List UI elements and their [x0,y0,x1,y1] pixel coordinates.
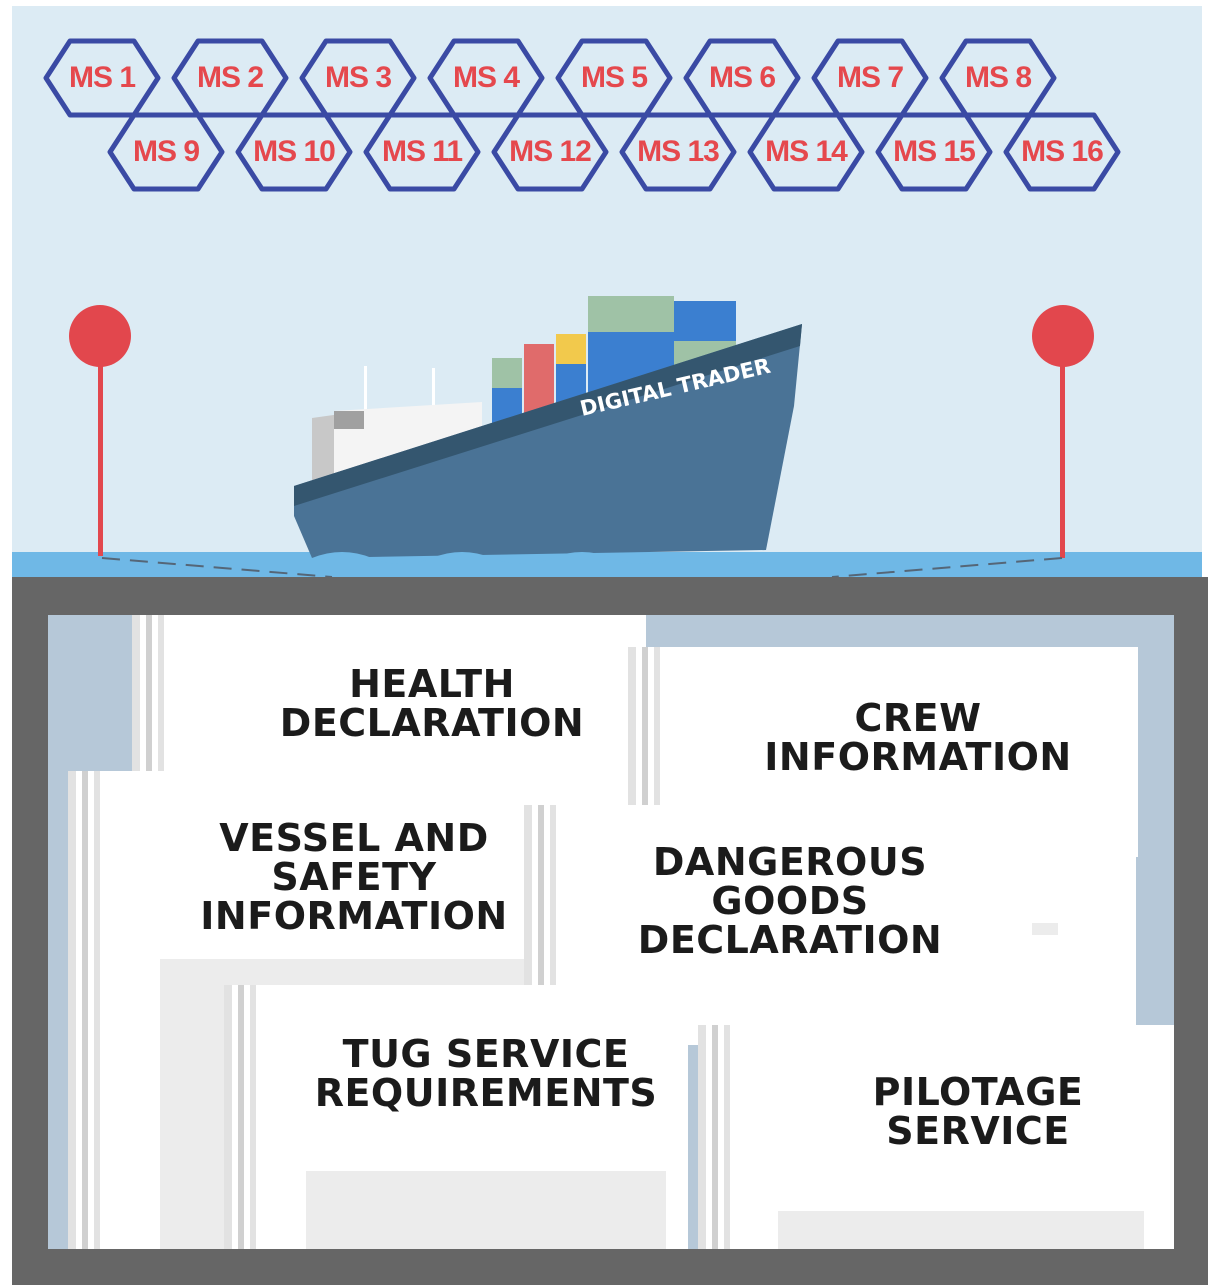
member-state-hexagon: MS 15 [874,110,994,194]
pilotage-service-doc: PILOTAGE SERVICE [698,1025,1174,1249]
hexagon-icon [875,112,993,192]
member-state-hexagon: MS 11 [362,110,482,194]
hexagon-icon [107,112,225,192]
member-state-label: MS 16 [1021,135,1104,168]
ship-scene-panel: MS 1 MS 2 MS 3 MS 4 MS 5 MS 6 MS 7 MS 8 MS 9 MS 1… [12,6,1202,577]
vessel-safety-title: VESSEL AND SAFETY INFORMATION [200,816,508,938]
member-state-label: MS 5 [580,61,648,94]
member-state-label: MS 13 [637,135,720,168]
member-state-hexagon: MS 13 [618,110,738,194]
member-state-hexagon: MS 16 [1002,110,1122,194]
hexagon-icon [1003,112,1121,192]
dangerous-goods-title: DANGEROUS GOODS DECLARATION [637,840,943,962]
member-state-label: MS 9 [132,135,200,168]
member-state-hexagon: MS 1 [42,36,162,120]
documents-collage: HEALTH DECLARATION CREW INFORMATION VESS… [48,615,1174,1249]
ship-scene: DIGITAL TRADER [12,296,1202,577]
hexagon-icon [491,112,609,192]
member-state-label: MS 3 [324,61,392,94]
hexagon-icon [619,112,737,192]
ship-hull [294,324,802,564]
member-state-hexagon: MS 9 [106,110,226,194]
member-state-label: MS 4 [452,61,520,94]
member-state-label: MS 12 [509,135,592,168]
member-state-hexagons: MS 1 MS 2 MS 3 MS 4 MS 5 MS 6 MS 7 MS 8 MS 9 MS 1… [12,6,1202,206]
left-buoy-icon [69,305,131,556]
member-state-hexagon: MS 10 [234,110,354,194]
hexagon-icon [43,38,161,118]
tug-service-doc: TUG SERVICE REQUIREMENTS [224,985,688,1249]
hexagon-icon [363,112,481,192]
member-state-hexagon: MS 14 [746,110,866,194]
hexagon-icon [235,112,353,192]
documents-panel: HEALTH DECLARATION CREW INFORMATION VESS… [12,577,1208,1285]
pilotage-service-title: PILOTAGE SERVICE [872,1070,1084,1153]
member-state-label: MS 7 [836,61,904,94]
member-state-label: MS 14 [765,135,848,168]
member-state-label: MS 8 [964,61,1032,94]
tug-service-title: TUG SERVICE REQUIREMENTS [314,1032,658,1115]
right-buoy-icon [1032,305,1094,558]
member-state-label: MS 2 [196,61,264,94]
member-state-label: MS 15 [893,135,976,168]
member-state-hexagon: MS 12 [490,110,610,194]
crew-information-title: CREW INFORMATION [764,696,1072,779]
member-state-label: MS 10 [253,135,336,168]
member-state-label: MS 6 [708,61,776,94]
hexagon-icon [747,112,865,192]
member-state-hexagon: MS 6 [682,36,802,120]
member-state-label: MS 11 [381,135,463,168]
member-state-label: MS 1 [68,61,136,94]
route-line-right [831,557,1063,577]
route-line-left [101,557,333,577]
health-declaration-title: HEALTH DECLARATION [279,662,585,745]
